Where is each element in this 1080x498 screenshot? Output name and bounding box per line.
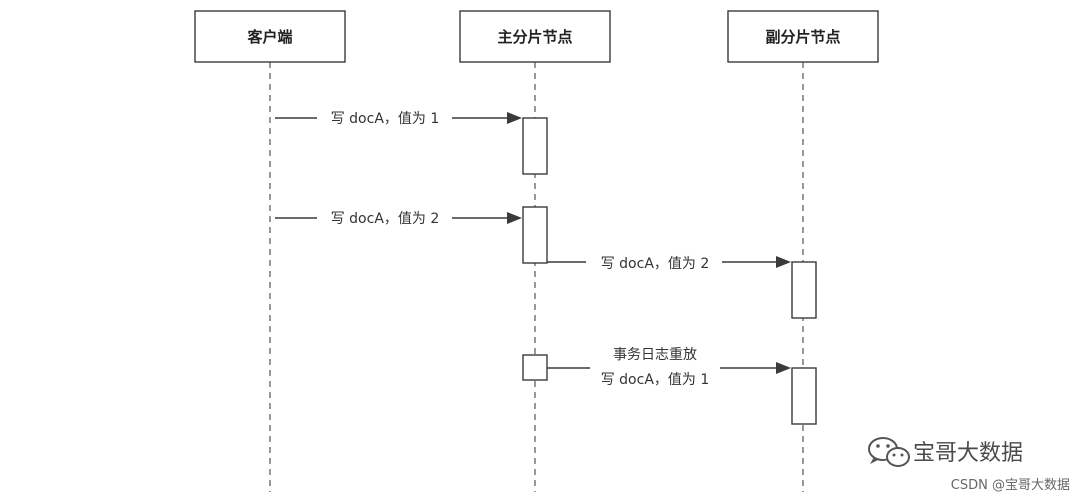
credit-text: CSDN @宝哥大数据 <box>951 478 1070 493</box>
message-2: 写 docA，值为 2 <box>275 211 522 227</box>
replica-activation-1 <box>791 261 817 319</box>
message-4-arrowhead <box>776 362 791 374</box>
actor-primary-label: 主分片节点 <box>497 28 572 46</box>
watermark-text: 宝哥大数据 <box>913 441 1023 466</box>
actor-replica-box <box>727 10 879 63</box>
message-1: 写 docA，值为 1 <box>275 111 522 127</box>
message-4: 事务日志重放 写 docA，值为 1 <box>547 347 791 388</box>
message-2-arrowhead <box>507 212 522 224</box>
primary-activation-1 <box>522 117 548 175</box>
actor-replica: 副分片节点 <box>727 10 879 63</box>
message-3-arrowhead <box>776 256 791 268</box>
message-4-label-line1: 事务日志重放 <box>613 347 697 363</box>
replica-activation-2 <box>791 367 817 425</box>
actor-primary-box <box>459 10 611 63</box>
watermark: 宝哥大数据 <box>868 437 1023 467</box>
actor-client: 客户端 <box>194 10 346 63</box>
message-4-label-line2: 写 docA，值为 1 <box>601 372 710 388</box>
wechat-icon <box>868 437 910 467</box>
actor-primary: 主分片节点 <box>459 10 611 63</box>
message-1-label: 写 docA，值为 1 <box>331 111 440 127</box>
message-1-arrowhead <box>507 112 522 124</box>
actor-client-label: 客户端 <box>246 28 292 46</box>
message-3: 写 docA，值为 2 <box>547 256 791 272</box>
primary-activation-2 <box>522 206 548 264</box>
actor-replica-label: 副分片节点 <box>765 28 840 46</box>
actor-client-box <box>194 10 346 63</box>
primary-activation-3 <box>522 354 548 381</box>
message-2-label: 写 docA，值为 2 <box>331 211 440 227</box>
message-3-label: 写 docA，值为 2 <box>601 256 710 272</box>
